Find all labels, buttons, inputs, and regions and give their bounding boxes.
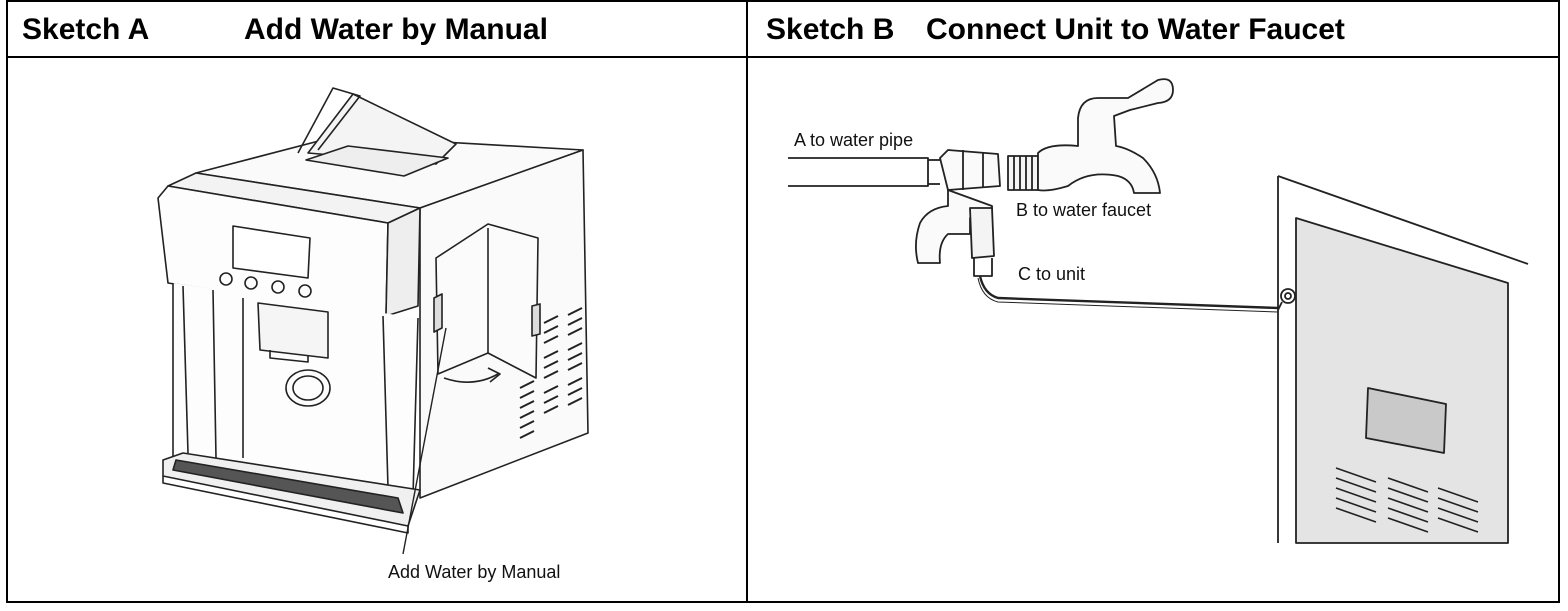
callout-a-water-pipe: A to water pipe <box>794 130 913 150</box>
sketch-a-callout: Add Water by Manual <box>388 562 560 582</box>
sketch-a-illustration: Add Water by Manual <box>157 87 589 582</box>
sketch-a-header: Sketch A Add Water by Manual <box>8 2 746 58</box>
sketch-b-illustration: A to water pipe B to water faucet C to u… <box>788 78 1529 544</box>
callout-c-to-unit: C to unit <box>1018 264 1085 284</box>
sketch-b-title: Connect Unit to Water Faucet <box>926 13 1345 46</box>
column-divider <box>746 2 748 603</box>
sketch-a-label: Sketch A <box>22 13 150 46</box>
callout-b-water-faucet: B to water faucet <box>1016 200 1151 220</box>
sketch-b-label: Sketch B <box>766 13 895 46</box>
instruction-table: Sketch A Add Water by Manual Sketch B Co… <box>6 0 1560 603</box>
sketch-a-title: Add Water by Manual <box>244 13 548 46</box>
sketch-b-header: Sketch B Connect Unit to Water Faucet <box>746 2 1560 58</box>
